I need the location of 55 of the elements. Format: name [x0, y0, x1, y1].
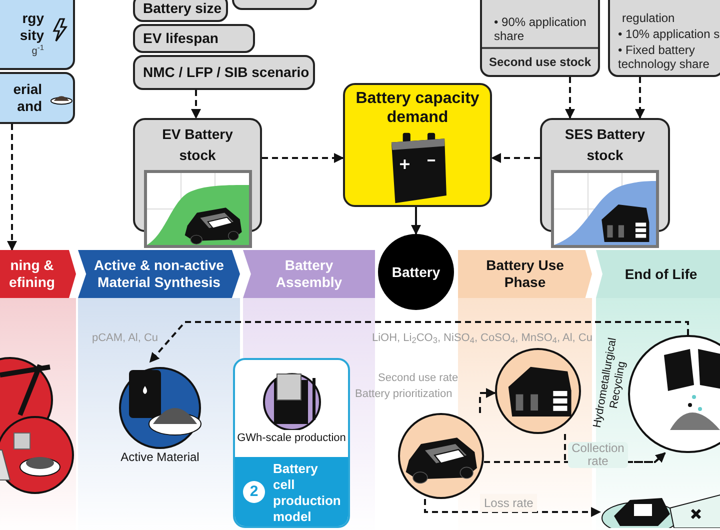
demand-box	[343, 83, 492, 207]
parameter-box	[133, 24, 255, 53]
circle-caption: Active Material	[120, 449, 200, 466]
parameter-box	[0, 0, 75, 70]
flow-annotation: Second use rate	[378, 371, 458, 386]
unit-label: g$^{-1}$	[30, 44, 44, 59]
phase-header	[0, 250, 76, 298]
mining-drawing	[0, 355, 75, 495]
step-number: 2	[243, 481, 265, 503]
phase-title: Active & non-active Material Synthesis	[94, 257, 224, 291]
scenario-box	[480, 0, 600, 77]
circle-caption: GWh-scale production	[237, 431, 346, 446]
parameter-box	[0, 72, 75, 124]
edge-label: Collection rate	[568, 442, 628, 468]
box-title: EV Battery stock	[161, 125, 234, 165]
parameter-label: rgy sity	[18, 10, 44, 44]
phase-header	[596, 250, 720, 298]
arrow	[479, 388, 496, 413]
phase-title: Battery Use Phase	[485, 257, 565, 291]
parameter-box	[133, 55, 315, 90]
phase-header	[78, 250, 240, 298]
bullet-text: • 10% application s	[618, 27, 720, 41]
flow-annotation: LiOH, Li$_{2}$CO$_{3}$, NiSO$_{4}$, CoSO$_{4}$, MnSO$_{4}$, Al, Cu	[372, 331, 592, 346]
arrow	[491, 153, 540, 163]
arrow	[7, 124, 17, 251]
phase-header	[243, 250, 375, 298]
bullet-text: • 90% application share	[493, 15, 588, 45]
parameter-label: Battery size	[143, 0, 222, 18]
arrow	[411, 207, 421, 235]
card-title: Battery cell production model	[273, 461, 341, 525]
arrow	[424, 499, 601, 517]
flow-annotation: Battery prioritization	[355, 387, 452, 402]
circle-label: Battery	[392, 262, 440, 282]
parameter-label: erial and	[12, 81, 42, 115]
bullet-text: • Fixed battery technology share	[618, 43, 710, 71]
parameter-label: NMC / LFP / SIB scenario	[143, 63, 310, 82]
model-card	[233, 358, 350, 528]
scenario-box	[608, 0, 720, 77]
bullet-text: regulation	[621, 11, 676, 25]
arrow	[149, 321, 689, 363]
box-footer: Second use stock	[482, 53, 598, 71]
phase-title: ning & efining	[8, 257, 56, 291]
arrow	[635, 77, 645, 119]
phase-header	[458, 250, 592, 298]
arrow	[565, 77, 575, 119]
phase-title: Battery Assembly	[274, 257, 344, 291]
phase-title: End of Life	[624, 266, 698, 282]
flow-annotation: pCAM, Al, Cu	[92, 331, 158, 346]
parameter-label: EV lifespan	[143, 29, 218, 48]
box-title: SES Battery stock	[564, 125, 646, 165]
arrow	[262, 153, 344, 163]
arrow	[191, 90, 201, 119]
edge-label: Loss rate	[480, 494, 538, 512]
parameter-box	[133, 0, 228, 22]
box-title: Battery capacity demand	[354, 89, 480, 127]
